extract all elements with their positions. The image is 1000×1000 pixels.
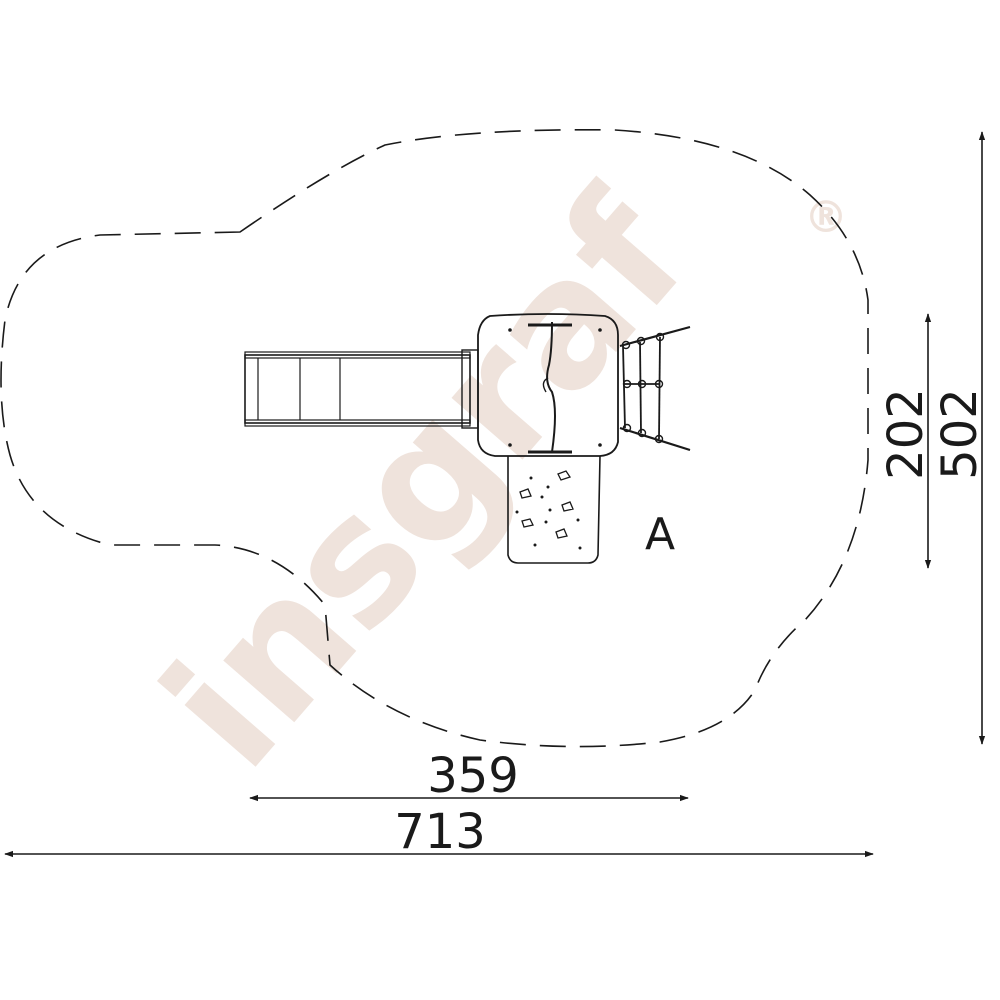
rope-ladder [619, 325, 691, 452]
climbing-hold-icon [555, 528, 568, 539]
climbing-hold-icon [519, 488, 532, 499]
overall-height-label: 502 [932, 388, 988, 480]
dimension-structure-width: 359 [249, 748, 689, 804]
zone-label: A [645, 509, 675, 560]
dimension-overall-width: 713 [4, 804, 874, 860]
watermark-text: insgraf [125, 156, 726, 805]
climbing-hold-icon [521, 518, 534, 528]
structure-width-label: 359 [427, 748, 519, 804]
tower-platform [477, 313, 619, 457]
overall-width-label: 713 [394, 804, 486, 860]
climbing-hold-icon [561, 501, 574, 512]
climbing-wall [507, 455, 601, 564]
climbing-hold-icon [557, 470, 572, 481]
registered-mark-icon: ® [804, 192, 848, 243]
slide [244, 349, 479, 429]
structure-height-label: 202 [878, 388, 934, 480]
watermark: insgraf ® [125, 156, 848, 805]
dimension-overall-height: 502 [932, 131, 988, 745]
dimension-structure-height: 202 [878, 313, 934, 569]
